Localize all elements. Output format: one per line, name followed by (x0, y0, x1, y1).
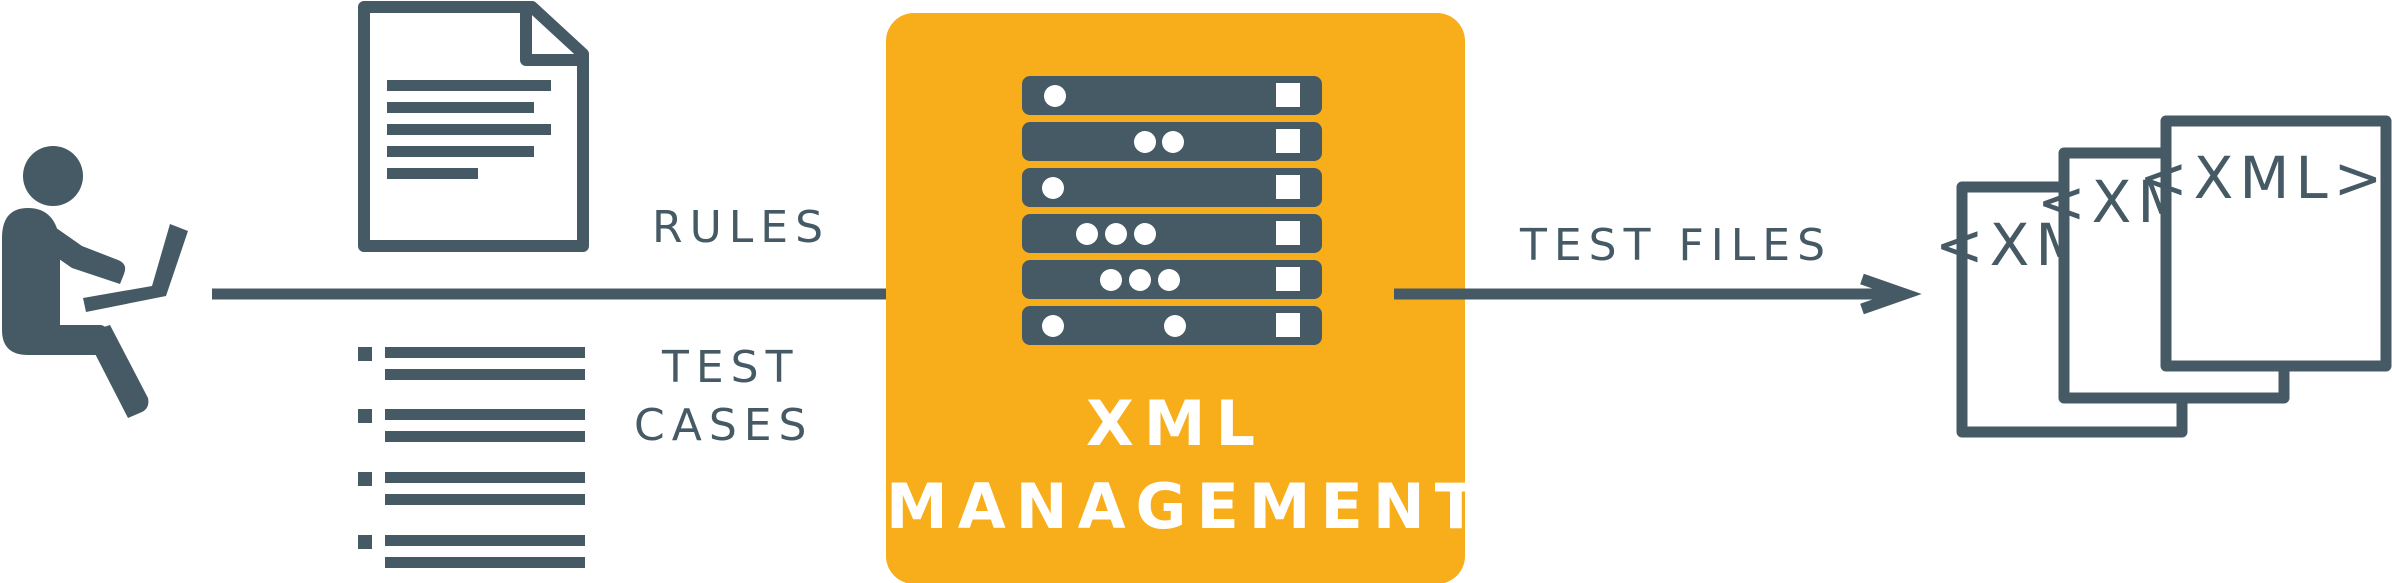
test-cases-label-line2: CASES (634, 400, 814, 451)
xml-tag-front: <XML> (2139, 144, 2388, 212)
list-icon (358, 347, 585, 568)
server-rack-icon (1022, 76, 1322, 345)
document-icon (358, 1, 589, 252)
arrow-to-test-files (1394, 273, 1922, 315)
xml-management-title-line1: XML (1085, 387, 1265, 460)
xml-files-icon: <XML> <XML> <XML> (1935, 115, 2392, 438)
arrow-to-management (212, 273, 985, 315)
xml-management-title-line2: MANAGEMENT (886, 470, 1488, 543)
xml-file-front (2160, 115, 2392, 372)
test-files-label: TEST FILES (1520, 220, 1832, 271)
person-at-laptop-icon (2, 146, 188, 418)
test-cases-label-line1: TEST (662, 342, 800, 393)
rules-label: RULES (652, 202, 831, 253)
